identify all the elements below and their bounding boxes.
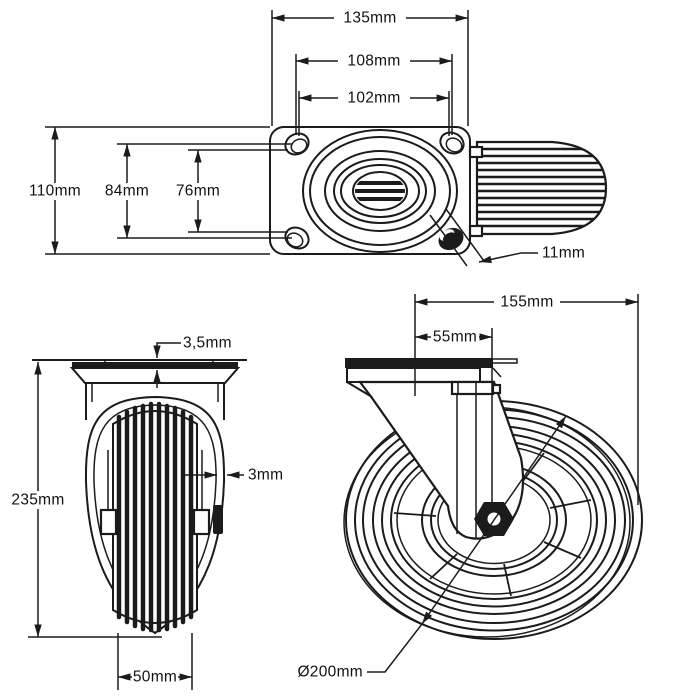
mounting-plate (269, 126, 471, 255)
front-view-caster (28, 359, 247, 638)
fork-legs (85, 383, 225, 536)
dim-plate-depth-label: 110mm (29, 183, 81, 200)
dim-hole-depth-inner-label: 76mm (176, 183, 220, 200)
fork-tab-bottom (468, 224, 484, 238)
front-top-plate (32, 359, 247, 384)
dim-overall-length-label: 155mm (500, 294, 553, 311)
dim-plate-width-label: 135mm (343, 10, 396, 27)
top-view-wheel (468, 140, 608, 238)
side-view-caster (343, 358, 643, 640)
axle-nut (213, 505, 223, 534)
top-view-plate (269, 126, 608, 255)
swivel-bearing-rings (302, 129, 458, 253)
top-view-dimensions: 135mm 108mm 102mm 110mm 84mm 76mm (28, 9, 585, 267)
dim-plate-thickness-label: 3,5mm (183, 335, 232, 352)
dim-overall-height-label: 235mm (11, 492, 64, 509)
dim-swivel-offset-label: 55mm (433, 329, 477, 346)
side-view-dimensions: 155mm 55mm Ø200mm (297, 294, 639, 681)
bolt-hole-filled (438, 227, 464, 251)
dim-hole-spacing-label: 102mm (347, 90, 400, 107)
dim-hole-diameter-label: 11mm (542, 245, 585, 262)
front-view-dimensions: 3,5mm 235mm 3mm 50mm (11, 335, 283, 690)
dim-hole-spacing-outer-label: 108mm (347, 53, 400, 70)
fork-tab-top (468, 145, 484, 159)
dim-hole-depth-label: 84mm (105, 183, 149, 200)
tread-ribs (116, 401, 194, 633)
dim-wheel-diameter-label: Ø200mm (297, 664, 363, 681)
dim-tread-wall-label: 3mm (248, 467, 283, 484)
dim-wheel-width-label: 50mm (133, 669, 177, 686)
side-top-plate (345, 358, 518, 398)
